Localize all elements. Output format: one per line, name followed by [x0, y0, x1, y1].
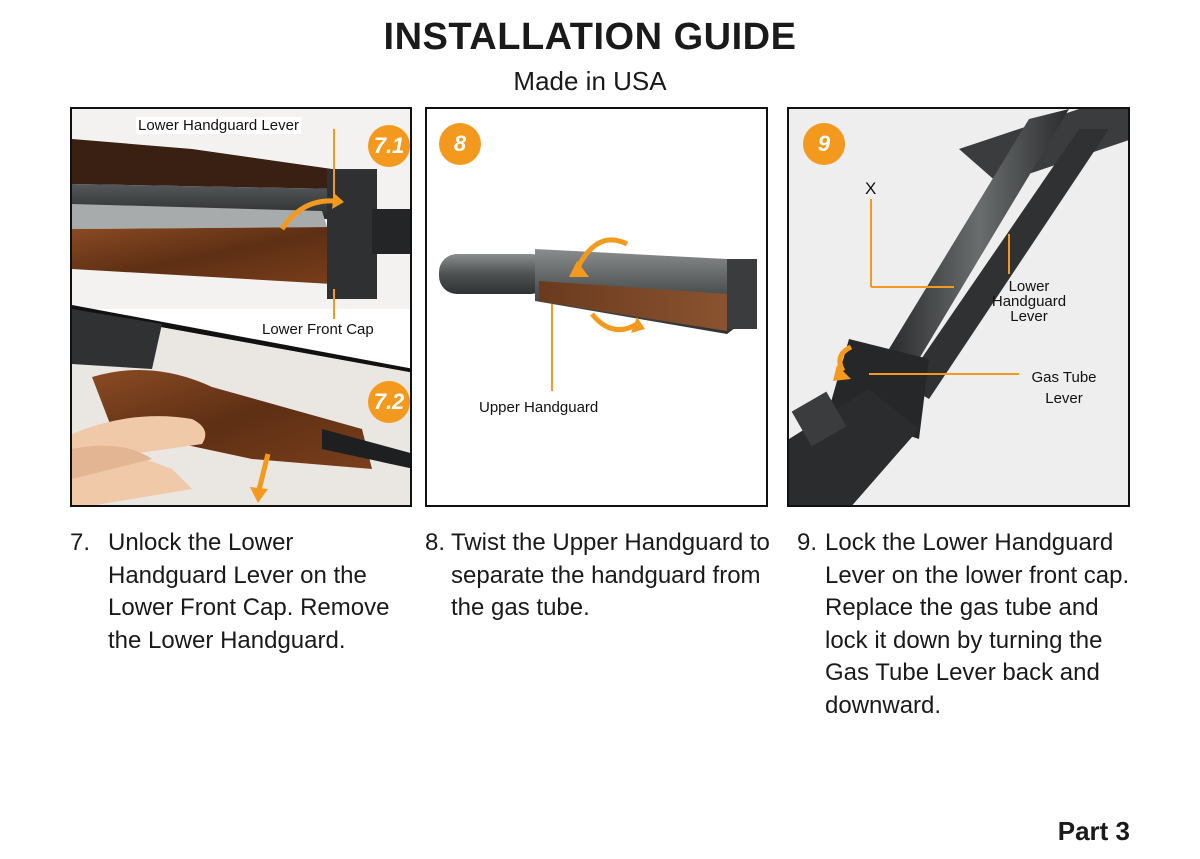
step-9-text: Lock the Lower Handguard Lever on the lo…: [825, 529, 1130, 719]
step-8-number: 8.: [425, 529, 446, 556]
label-x: X: [865, 179, 877, 198]
step-9-illustration: 9 X Lower Handguard Lever Gas Tube Lever: [787, 107, 1130, 507]
badge-7-2: 7.2: [368, 381, 410, 423]
step-7-number: 7.: [70, 529, 91, 556]
step-7-illustration: 7.1 7.2 Lower Handguard Lever Lower Fron…: [70, 107, 412, 507]
step-8-illustration: 8 Upper Handguard: [425, 107, 768, 507]
page-subtitle: Made in USA: [513, 66, 667, 96]
label-upper-handguard: Upper Handguard: [479, 399, 599, 416]
step-8-photo: [427, 109, 766, 505]
badge-9: 9: [803, 123, 845, 165]
page-title: INSTALLATION GUIDE: [383, 16, 797, 58]
badge-7-1: 7.1: [368, 125, 410, 167]
part-label: Part 3: [1057, 816, 1130, 846]
label-lower-handguard-lever-9: Lower Handguard Lever: [991, 278, 1067, 325]
label-lower-handguard-lever: Lower Handguard Lever: [136, 117, 301, 134]
step-8-text: Twist the Upper Handguard to separate th…: [451, 529, 770, 621]
step-7-photo: [72, 109, 410, 505]
badge-8: 8: [439, 123, 481, 165]
step-9-number: 9.: [797, 529, 818, 556]
step-7-text: Unlock the Lower Handguard Lever on the …: [108, 529, 390, 654]
label-lower-front-cap: Lower Front Cap: [260, 321, 376, 338]
step-9-photo: [789, 109, 1128, 505]
label-gas-tube-lever: Gas Tube Lever: [1031, 369, 1097, 407]
